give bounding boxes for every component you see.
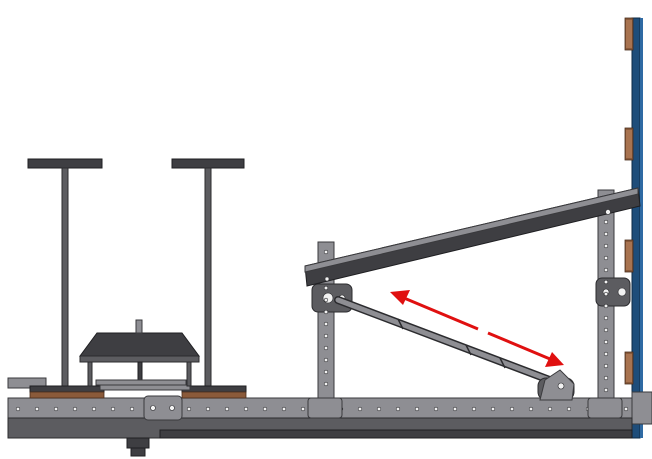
bolt-hole — [490, 406, 496, 412]
bolt-hole — [623, 406, 629, 412]
bolt-hole — [471, 406, 477, 412]
bolt-hole — [129, 406, 135, 412]
bolt-hole — [323, 333, 329, 339]
bolt-hole — [262, 406, 268, 412]
bolt-hole — [603, 375, 609, 381]
bolt-hole — [357, 406, 363, 412]
double-headed-arrow — [390, 290, 564, 367]
roof-fixture — [79, 319, 200, 387]
bolt-hole — [603, 363, 609, 369]
bolt-hole — [603, 339, 609, 345]
bolt-hole — [452, 406, 458, 412]
bolt-hole — [414, 406, 420, 412]
bolt-hole — [603, 231, 609, 237]
bolt-hole — [603, 219, 609, 225]
bolt-hole — [224, 406, 230, 412]
bolt-hole — [205, 406, 211, 412]
vertical-post-right — [587, 189, 631, 419]
bolt-hole — [603, 387, 609, 393]
bolt-hole — [603, 291, 609, 297]
bolt-hole — [72, 406, 78, 412]
bolt-hole — [34, 406, 40, 412]
bolt-hole — [243, 406, 249, 412]
diagonal-brace — [334, 296, 575, 401]
bolt-hole — [300, 406, 306, 412]
bolt-hole — [395, 406, 401, 412]
bolt-hole — [433, 406, 439, 412]
bolt-hole — [186, 406, 192, 412]
bolt-hole — [603, 255, 609, 261]
bolt-hole — [53, 406, 59, 412]
bolt-hole — [15, 406, 21, 412]
bolt-hole — [603, 315, 609, 321]
wall-panel — [631, 17, 652, 439]
bolt-hole — [603, 303, 609, 309]
bolt-hole — [603, 243, 609, 249]
bolt-hole — [603, 279, 609, 285]
bolt-hole — [376, 406, 382, 412]
bolt-hole — [509, 406, 515, 412]
wall-brackets — [624, 17, 634, 385]
bolt-hole — [323, 381, 329, 387]
inclined-beam — [304, 187, 641, 287]
bolt-hole — [323, 285, 329, 291]
bolt-hole — [110, 406, 116, 412]
bolt-hole — [323, 297, 329, 303]
base-plates — [7, 377, 247, 421]
bolt-hole — [547, 406, 553, 412]
bolt-hole — [603, 267, 609, 273]
bolt-hole — [323, 249, 329, 255]
bolt-hole — [323, 369, 329, 375]
bolt-hole — [323, 357, 329, 363]
bolt-hole — [91, 406, 97, 412]
bolt-hole — [603, 351, 609, 357]
bolt-hole — [323, 345, 329, 351]
bolt-hole — [566, 406, 572, 412]
bolt-hole — [603, 327, 609, 333]
bolt-hole — [281, 406, 287, 412]
bolt-hole — [323, 309, 329, 315]
bolt-hole — [528, 406, 534, 412]
bolt-hole — [323, 321, 329, 327]
